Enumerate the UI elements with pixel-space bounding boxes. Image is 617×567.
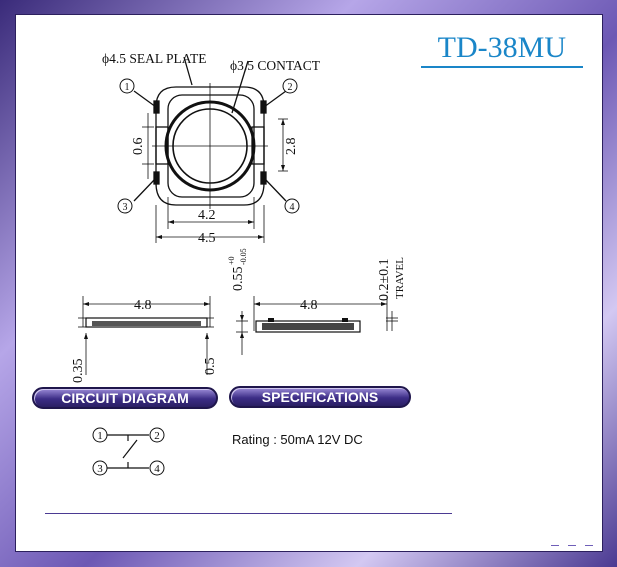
pin-3-marker: [117, 198, 133, 214]
pin-2-label: 2: [288, 82, 293, 93]
dim-right-span: 2.8: [284, 138, 299, 156]
right-dim-thickness-sup: +0: [227, 256, 236, 265]
footer-dash: [568, 545, 576, 546]
left-side-body: [85, 317, 208, 328]
seal-plate-label: ϕ4.5 SEAL PLATE: [102, 51, 206, 66]
footer-dash: [585, 545, 593, 546]
circuit-pin-3: [92, 460, 108, 476]
circuit-pin-3-label: 3: [97, 463, 103, 475]
pin-1-marker: [119, 78, 135, 94]
circuit-pin-4: [149, 460, 165, 476]
specifications-heading: SPECIFICATIONS: [229, 386, 411, 408]
left-dim-length: 4.8: [134, 298, 152, 313]
circuit-pin-2-label: 2: [154, 430, 160, 442]
pin-1-label: 1: [125, 82, 130, 93]
right-tab: [251, 126, 265, 165]
pin-2-terminal: [260, 100, 267, 114]
dim-inner-width: 4.2: [198, 208, 216, 223]
footer-dash: [551, 545, 559, 546]
pin-3-label: 3: [123, 202, 128, 213]
travel-label: TRAVEL: [394, 257, 406, 299]
contact-label: ϕ3.5 CONTACT: [230, 58, 321, 73]
circuit-diagram-heading: CIRCUIT DIAGRAM: [32, 387, 218, 409]
circuit-pin-2: [149, 427, 165, 443]
left-tab: [155, 126, 169, 165]
switch-body-outline: [155, 86, 265, 206]
dim-outer-width: 4.5: [198, 231, 216, 246]
rating-text: Rating : 50mA 12V DC: [232, 432, 363, 447]
circuit-pin-4-label: 4: [154, 463, 160, 475]
model-title: TD-38MU: [437, 31, 566, 64]
right-dim-length: 4.8: [300, 298, 318, 313]
circuit-pin-1-label: 1: [97, 430, 103, 442]
right-dim-thickness-sub: -0.05: [239, 248, 248, 265]
pin-4-terminal: [260, 171, 267, 185]
dim-left-gap: 0.6: [131, 138, 146, 156]
pin-3-terminal: [153, 171, 160, 185]
pin-4-marker: [284, 198, 300, 214]
bottom-divider: [45, 513, 452, 514]
switch-blade: [122, 439, 138, 459]
title-underline: [421, 66, 583, 68]
pin-4-label: 4: [290, 202, 295, 213]
circuit-pin-1: [92, 427, 108, 443]
pin-1-terminal: [153, 100, 160, 114]
pin-2-marker: [282, 78, 298, 94]
top-view-drawing: 1 2 3 4 ϕ4.5 SEAL PLATE ϕ3.5 CONTACT 4.2…: [71, 51, 406, 476]
left-dim-height-left: 0.35: [71, 359, 86, 384]
drawing-panel: TD-38MU: [15, 14, 603, 552]
right-side-body: [255, 320, 361, 333]
right-dim-thickness: 0.55: [231, 267, 246, 292]
right-dim-travel: 0.2±0.1: [377, 258, 392, 301]
left-dim-height-right: 0.5: [203, 358, 218, 376]
